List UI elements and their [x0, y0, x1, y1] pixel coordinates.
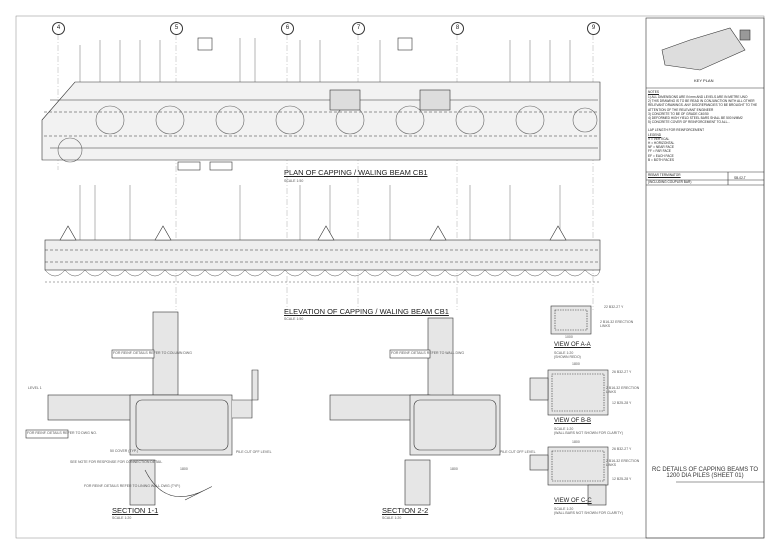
note: 50 COVER (TYP.)	[110, 449, 138, 453]
dimension: 1800	[450, 467, 458, 471]
code-label: SB-02-T	[734, 176, 746, 180]
section-2-2-drawing	[329, 317, 501, 506]
note: FOR REINF. DETAILS REFER TO COLUMN DWG	[113, 351, 192, 355]
notes-heading: NOTES	[648, 90, 659, 94]
note: FOR REINF. DETAILS REFER TO WALL DWG	[391, 351, 465, 355]
view-a-sub: (SHOWN REDO)	[554, 355, 581, 359]
grid-bubble: 6	[281, 22, 294, 35]
legend-item: EF = EACH FACE	[648, 153, 674, 158]
view-c-scale: SCALE 1:20	[554, 507, 574, 511]
dimension: 1000	[565, 335, 573, 339]
view-a-scale: SCALE 1:20	[554, 351, 574, 355]
section-1-1-drawing	[25, 311, 259, 506]
legend-item: B = BOTH FACES	[648, 157, 674, 162]
plan-scale: SCALE 1:50	[284, 179, 304, 183]
key-plan-title: KEY PLAN	[694, 78, 714, 83]
note-item: 2) THIS DRAWING IS TO BE READ IN CONJUNC…	[648, 99, 758, 112]
view-b-title: VIEW OF B-B	[554, 418, 592, 424]
legend-item: H = HORIZONTAL	[648, 141, 675, 146]
rebar-label: 12 B25-28 Y	[612, 477, 632, 481]
plan-title: PLAN OF CAPPING / WALING BEAM CB1	[284, 168, 428, 177]
grid-bubble: 5	[170, 22, 183, 35]
drawing-title: RC DETAILS OF CAPPING BEAMS TO 1200 DIA …	[651, 467, 759, 479]
plan-view	[41, 37, 601, 171]
legend-item: FF = FAR FACE	[648, 149, 671, 154]
grid-bubble: 4	[52, 22, 65, 35]
grid-bubble: 8	[451, 22, 464, 35]
note: FOR REINF. DETAILS REFER TO DWG NO.	[27, 431, 98, 435]
coupler-label: (INCLUDING COUPLER BAR)	[648, 180, 692, 184]
level-label: LEVEL 1	[28, 386, 42, 390]
title-block-frame	[645, 17, 765, 539]
note-item: LAP LENGTH FOR REINFORCEMENT	[648, 128, 705, 133]
note-item: 3) CONCRETE TO BE OF GRADE C40/50	[648, 111, 709, 116]
note: SEE NOTE FOR RESPONSE FOR CONNECTION DET…	[70, 460, 163, 464]
note-item: 5) CONCRETE COVER OF REINFORCEMENT TO AL…	[648, 120, 731, 125]
legend-heading: LEGEND	[648, 132, 662, 137]
note: PILE CUT OFF LEVEL	[500, 450, 536, 454]
views-drawing	[529, 305, 609, 506]
note-item: 4) DEFORMED HIGH YIELD STEEL BARS SHALL …	[648, 116, 743, 121]
rebar-label: 2 B16-32 ERECTION LINKS	[600, 320, 634, 329]
rebar-terminator-label: REBAR TERMINATOR	[648, 173, 681, 177]
dimension: 1800	[572, 440, 580, 444]
elevation-scale: SCALE 1:50	[284, 317, 304, 321]
legend-item: NF = NEAR FACE	[648, 145, 674, 150]
rebar-label: 2 B16-32 ERECTION LINKS	[606, 386, 640, 395]
rebar-label: 26 B32-27 Y	[612, 447, 632, 451]
dimension: 1800	[180, 467, 188, 471]
section-1-scale: SCALE 1:20	[112, 516, 132, 520]
view-c-sub: (WALL BARS NOT SHOWN FOR CLARITY)	[554, 511, 623, 515]
rebar-label: 2 B16-32 ERECTION LINKS	[606, 459, 640, 468]
rebar-label: 22 B32-27 Y	[604, 305, 624, 309]
elevation-view	[44, 185, 601, 283]
grid-bubble: 9	[587, 22, 600, 35]
legend-item: V = VERTICAL	[648, 136, 670, 141]
grid-bubble: 7	[352, 22, 365, 35]
view-a-title: VIEW OF A-A	[554, 342, 591, 348]
section-2-title: SECTION 2-2	[382, 506, 429, 515]
rebar-label: 12 B25-28 Y	[612, 401, 632, 405]
section-2-scale: SCALE 1:20	[382, 516, 402, 520]
notes-list: 1) ALL DIMENSIONS ARE IN mm AND LEVELS A…	[648, 95, 762, 162]
note-item: 1) ALL DIMENSIONS ARE IN mm AND LEVELS A…	[648, 95, 748, 99]
note: PILE CUT OFF LEVEL	[236, 450, 272, 454]
section-1-title: SECTION 1-1	[112, 506, 159, 515]
rebar-label: 26 B32-27 Y	[612, 370, 632, 374]
view-b-sub: (WALL BARS NOT SHOWN FOR CLARITY)	[554, 431, 623, 435]
dimension: 1800	[572, 362, 580, 366]
view-c-title: VIEW OF C-C	[554, 498, 592, 504]
note: FOR REINF. DETAILS REFER TO LINING WALL …	[84, 484, 181, 488]
elevation-title: ELEVATION OF CAPPING / WALING BEAM CB1	[284, 307, 449, 316]
view-b-scale: SCALE 1:20	[554, 427, 574, 431]
